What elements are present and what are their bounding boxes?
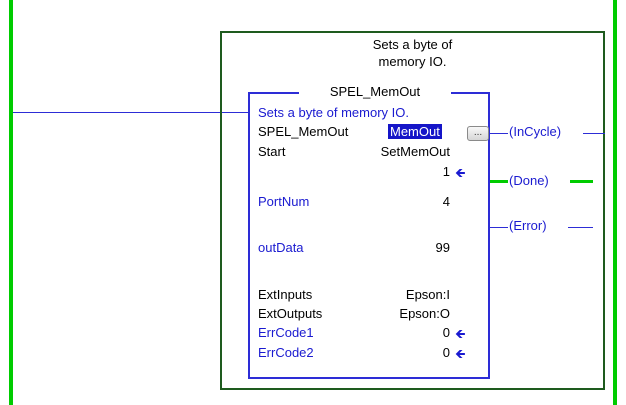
done-wire-in xyxy=(490,180,510,183)
function-block-header[interactable]: SPEL_MemOut xyxy=(299,84,451,99)
errcode2-value[interactable]: 0 xyxy=(442,345,450,360)
instruction-description-line2: memory IO. xyxy=(378,54,447,69)
portnum-value[interactable]: 4 xyxy=(442,194,450,209)
done-coil[interactable]: (Done) xyxy=(508,173,550,188)
left-arrow-icon: 🡸 xyxy=(455,165,466,180)
incycle-wire-out xyxy=(583,133,605,134)
start-label: Start xyxy=(258,144,286,159)
right-power-rail xyxy=(613,0,617,405)
error-coil-label: Error xyxy=(513,218,543,233)
incycle-coil-label: InCycle xyxy=(513,124,557,139)
error-coil[interactable]: (Error) xyxy=(508,218,548,233)
start-value[interactable]: SetMemOut xyxy=(380,144,450,159)
outdata-label: outData xyxy=(258,240,304,255)
instance-tag-value[interactable]: MemOut xyxy=(388,124,442,139)
portnum-label: PortNum xyxy=(258,194,310,209)
browse-button[interactable]: ... xyxy=(467,126,489,141)
error-wire-out xyxy=(568,227,593,228)
extoutputs-value[interactable]: Epson:O xyxy=(399,306,450,321)
errcode1-label: ErrCode1 xyxy=(258,325,314,340)
extoutputs-label: ExtOutputs xyxy=(258,306,323,321)
function-block[interactable] xyxy=(248,92,490,379)
errcode1-value[interactable]: 0 xyxy=(442,325,450,340)
start-bit-value[interactable]: 1 xyxy=(442,164,450,179)
incycle-wire-in xyxy=(490,133,510,134)
errcode2-label: ErrCode2 xyxy=(258,345,314,360)
incycle-coil[interactable]: (InCycle) xyxy=(508,124,563,139)
extinputs-label: ExtInputs xyxy=(258,287,313,302)
extinputs-value[interactable]: Epson:I xyxy=(405,287,450,302)
outdata-value[interactable]: 99 xyxy=(435,240,450,255)
instance-label: SPEL_MemOut xyxy=(258,124,349,139)
done-coil-label: Done xyxy=(513,173,545,188)
rung-wire-input xyxy=(13,112,248,113)
done-wire-out xyxy=(570,180,593,183)
ellipsis-icon: ... xyxy=(473,127,483,138)
left-power-rail xyxy=(9,0,13,405)
instruction-container[interactable] xyxy=(220,31,605,390)
instance-tag-field[interactable]: MemOut xyxy=(388,124,442,139)
error-wire-in xyxy=(490,227,510,228)
instruction-description-line1: Sets a byte of xyxy=(372,37,453,52)
left-arrow-icon: 🡸 xyxy=(455,326,466,341)
left-arrow-icon: 🡸 xyxy=(455,346,466,361)
block-description: Sets a byte of memory IO. xyxy=(258,105,409,120)
